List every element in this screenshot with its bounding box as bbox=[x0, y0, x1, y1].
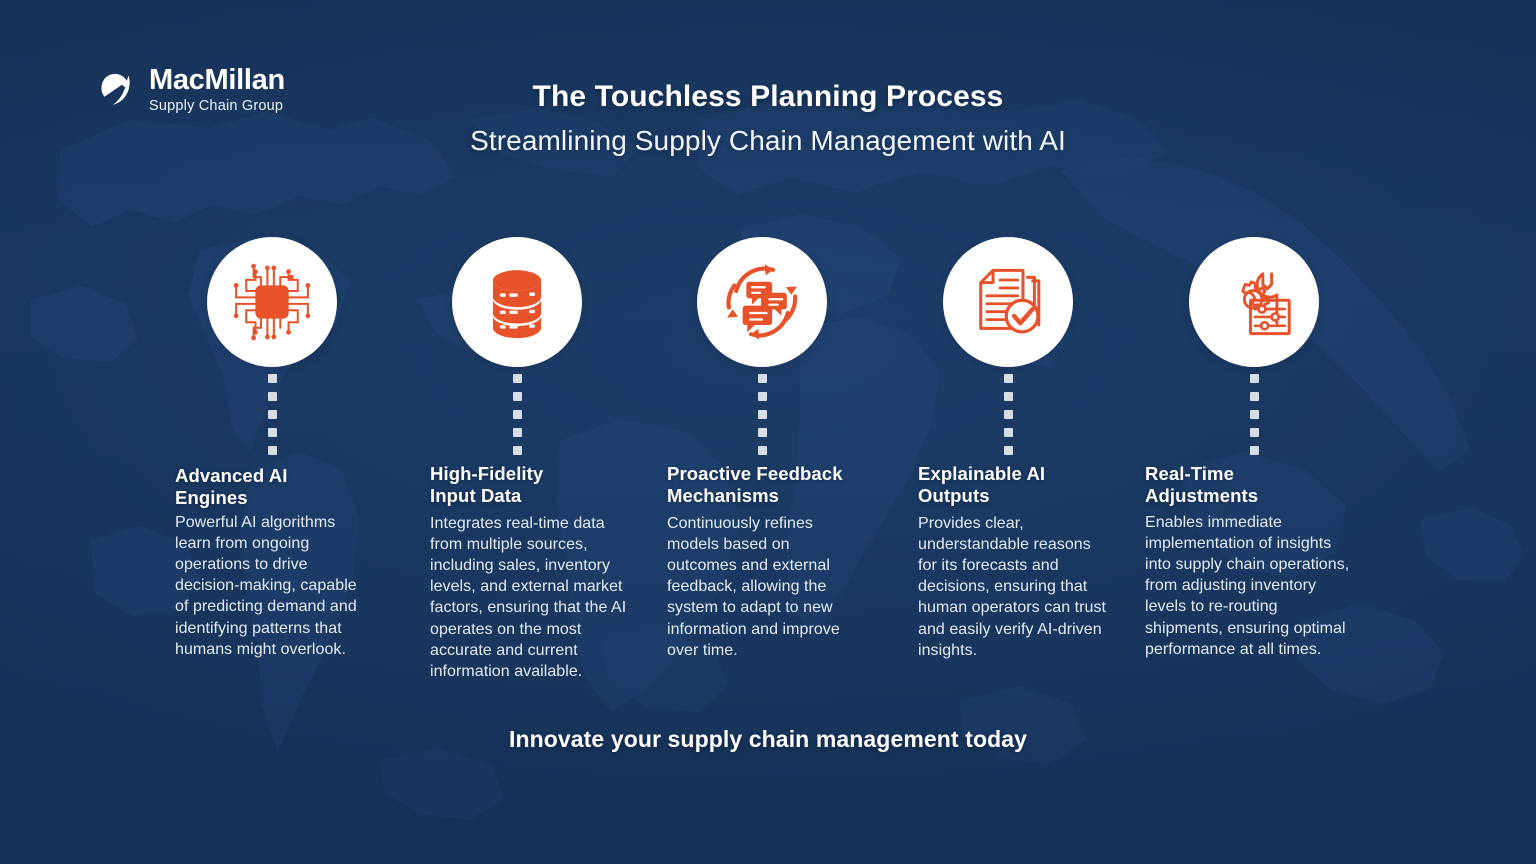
step-4-description: Provides clear, understandable reasons f… bbox=[918, 515, 1107, 659]
connector-dot bbox=[1250, 446, 1259, 455]
connector-dot bbox=[758, 446, 767, 455]
step-2-heading: High-Fidelity Input Data bbox=[430, 463, 544, 506]
connector-dot bbox=[513, 410, 522, 419]
connector-dot bbox=[513, 374, 522, 383]
cpu-chip-icon bbox=[226, 256, 318, 348]
page-subtitle: Streamlining Supply Chain Management wit… bbox=[470, 125, 1066, 156]
documents-check-icon bbox=[964, 258, 1052, 346]
brand-name: MacMillan bbox=[149, 64, 285, 96]
connector-dot bbox=[513, 428, 522, 437]
connector-dot bbox=[1250, 428, 1259, 437]
brand-logo: MacMillan Supply Chain Group bbox=[97, 66, 285, 114]
database-stack-icon bbox=[474, 259, 560, 345]
step-2-connector-dots bbox=[513, 374, 522, 455]
step-4-icon-circle bbox=[943, 237, 1073, 367]
step-5-connector-dots bbox=[1250, 374, 1259, 455]
connector-dot bbox=[268, 410, 277, 419]
connector-dot bbox=[1004, 446, 1013, 455]
step-1-heading: Advanced AI Engines bbox=[175, 465, 288, 508]
step-3-icon-circle bbox=[697, 237, 827, 367]
step-4-heading: Explainable AI Outputs bbox=[918, 463, 1046, 506]
connector-dot bbox=[758, 374, 767, 383]
connector-dot bbox=[1250, 392, 1259, 401]
connector-dot bbox=[758, 392, 767, 401]
page-title: The Touchless Planning Process bbox=[532, 80, 1004, 113]
step-3-description: Continuously refines models based on out… bbox=[667, 515, 840, 659]
macmillan-swoosh-logo-icon bbox=[97, 69, 138, 110]
connector-dot bbox=[268, 446, 277, 455]
connector-dot bbox=[1004, 428, 1013, 437]
brand-tagline: Supply Chain Group bbox=[149, 98, 284, 114]
connector-dot bbox=[758, 428, 767, 437]
connector-dot bbox=[758, 410, 767, 419]
connector-dot bbox=[268, 374, 277, 383]
connector-dot bbox=[513, 392, 522, 401]
step-1-description: Powerful AI algorithms learn from ongoin… bbox=[175, 514, 357, 658]
connector-dot bbox=[513, 446, 522, 455]
step-1-connector-dots bbox=[268, 374, 277, 455]
connector-dot bbox=[1004, 392, 1013, 401]
connector-dot bbox=[1004, 410, 1013, 419]
step-4-connector-dots bbox=[1004, 374, 1013, 455]
connector-dot bbox=[1250, 410, 1259, 419]
step-2-description: Integrates real-time data from multiple … bbox=[430, 515, 627, 680]
connector-dot bbox=[268, 392, 277, 401]
connector-dot bbox=[1250, 374, 1259, 383]
step-2-icon-circle bbox=[452, 237, 582, 367]
step-3-heading: Proactive Feedback Mechanisms bbox=[667, 463, 843, 506]
footer-cta: Innovate your supply chain management to… bbox=[508, 726, 1028, 752]
feedback-loop-chat-icon bbox=[716, 256, 808, 348]
step-3-connector-dots bbox=[758, 374, 767, 455]
step-5-icon-circle bbox=[1189, 237, 1319, 367]
step-1-icon-circle bbox=[207, 237, 337, 367]
gear-wrench-settings-icon bbox=[1210, 258, 1298, 346]
step-5-description: Enables immediate implementation of insi… bbox=[1145, 514, 1350, 658]
connector-dot bbox=[1004, 374, 1013, 383]
connector-dot bbox=[268, 428, 277, 437]
step-5-heading: Real-Time Adjustments bbox=[1145, 463, 1259, 506]
